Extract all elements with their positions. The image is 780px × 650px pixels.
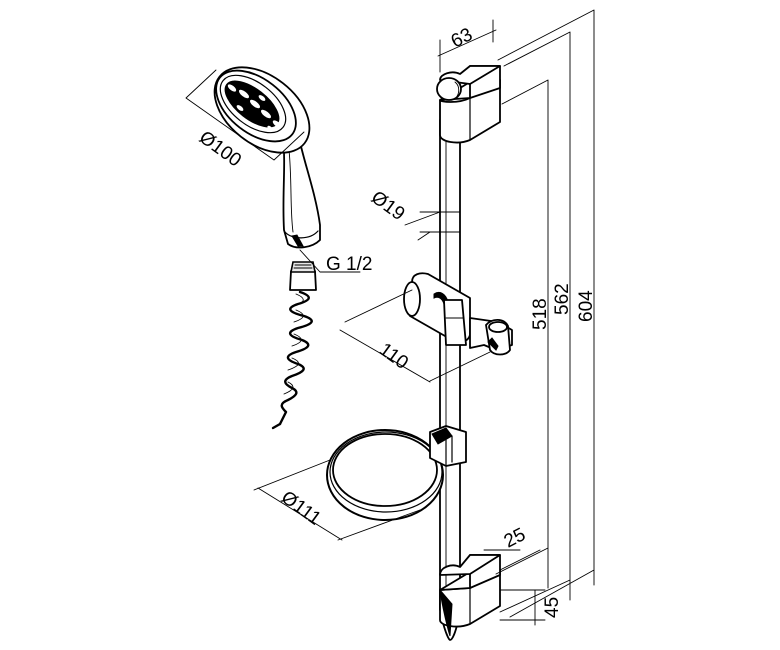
bottom-wall-bracket <box>439 554 501 637</box>
dimension-lines <box>185 9 595 626</box>
shower-hose <box>271 261 317 430</box>
dim-25-label: 25 <box>501 524 529 552</box>
dim-thread-label: G 1/2 <box>326 254 372 275</box>
dim-rail-diameter-label: Ø19 <box>367 187 408 225</box>
dim-604-label: 604 <box>576 290 597 322</box>
top-wall-bracket <box>436 65 501 144</box>
dim-518-label: 518 <box>530 298 551 330</box>
dim-63-label: 63 <box>448 24 476 52</box>
hand-shower <box>213 66 321 249</box>
dim-soap-dish-diameter-label: Ø111 <box>277 487 325 530</box>
dim-45-label: 45 <box>542 597 563 618</box>
slide-rail <box>439 119 461 641</box>
slider-holder <box>403 272 513 356</box>
dim-562-label: 562 <box>552 283 573 315</box>
soap-dish-ring <box>326 425 467 521</box>
